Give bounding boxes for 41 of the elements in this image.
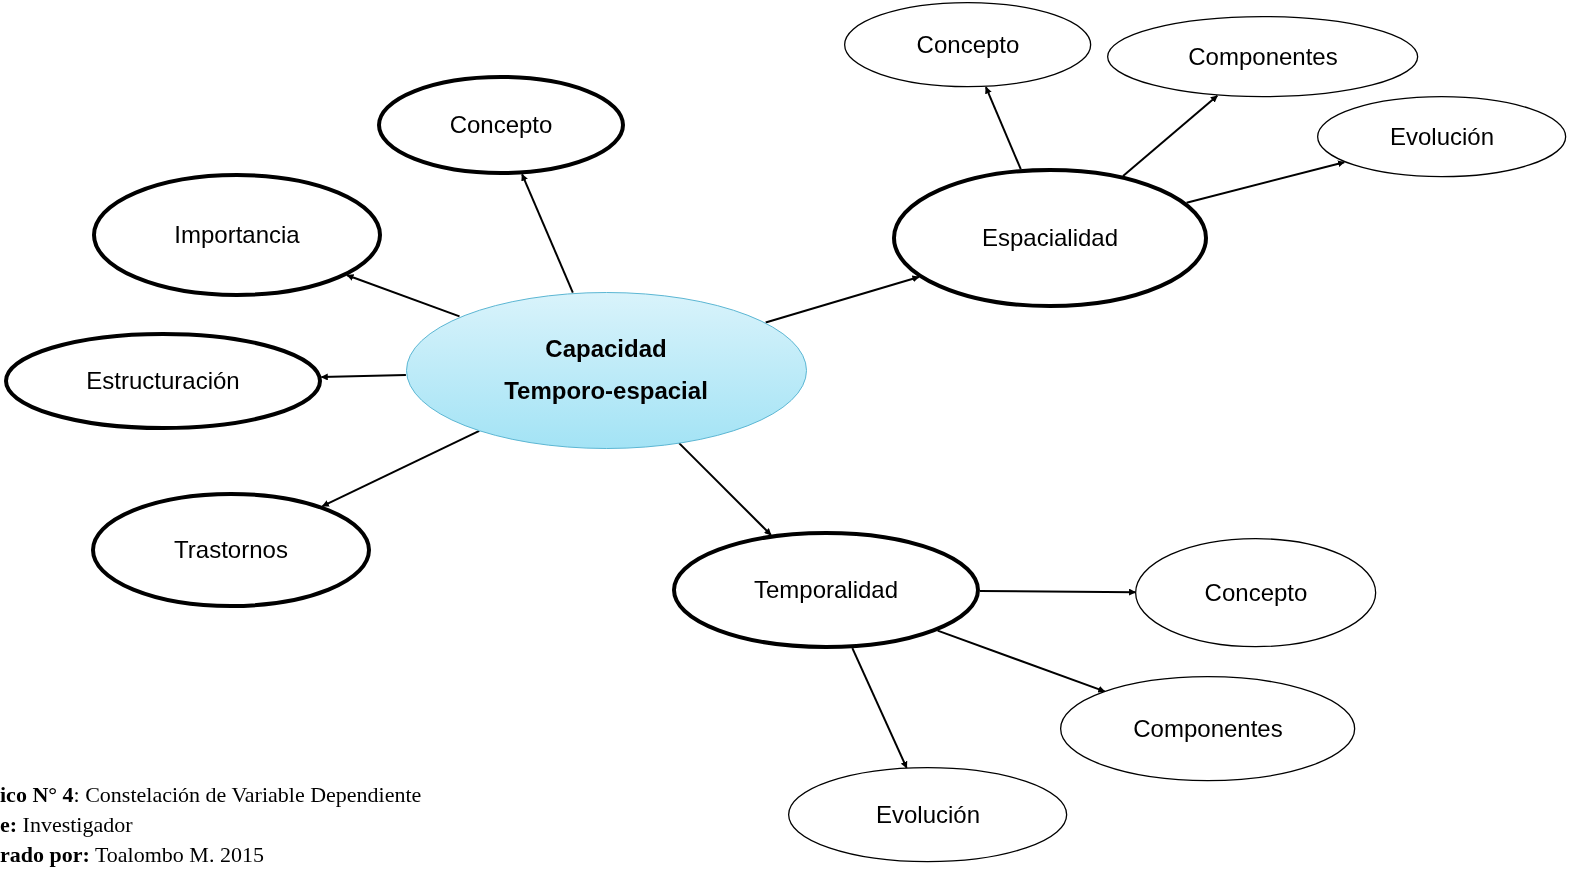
node-label: Estructuración [86,366,240,396]
ellipse-node [91,492,371,608]
arrow [321,429,481,508]
ellipse-node [672,531,980,649]
ellipse-node [1135,538,1377,648]
node-label: Concepto [449,110,553,140]
caption-line: e: Investigador [0,811,134,839]
arrow [1185,160,1346,204]
arrow [521,173,574,294]
arrow [764,275,920,324]
node-label: Concepto [916,30,1020,60]
ellipse-node [1317,96,1567,178]
arrow [1122,94,1219,177]
node-label: Trastornos [174,535,288,565]
node-label: Evolución [1389,122,1494,152]
node-label: Importancia [174,220,300,250]
arrow [346,274,461,318]
arrow [320,373,407,381]
arrow [678,442,772,536]
node-label: Concepto [1204,578,1308,608]
ellipse-node [1060,676,1356,782]
caption-line: rado por: Toalombo M. 2015 [0,841,265,869]
caption-line: ico N° 4: Constelación de Variable Dependiente [0,781,422,809]
arrow [984,86,1022,171]
ellipse-node [1107,16,1419,98]
arrow [978,588,1137,596]
node-label: Componentes [1188,42,1338,72]
ellipse-node [92,173,382,297]
ellipse-node [788,767,1068,863]
node-label: Temporalidad [753,575,899,605]
node-label: Evolución [875,800,980,830]
node-label: Componentes [1133,714,1283,744]
ellipse-node [377,75,625,175]
ellipse-node [4,332,322,430]
ellipse-node [892,168,1208,308]
arrow [936,629,1106,693]
ellipse-node [844,2,1092,88]
central-ellipse [405,291,807,449]
node-label: Capacidad Temporo-espacial [503,334,709,406]
arrow [851,647,908,769]
node-label: Espacialidad [981,223,1119,253]
